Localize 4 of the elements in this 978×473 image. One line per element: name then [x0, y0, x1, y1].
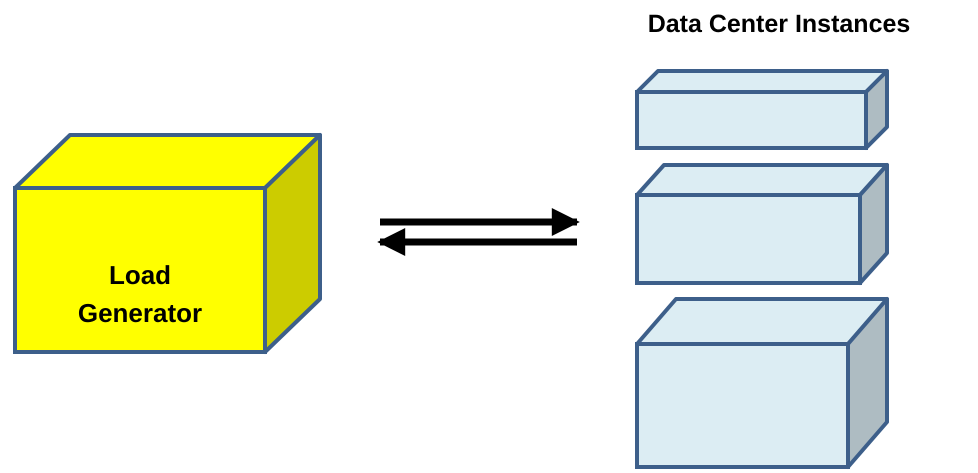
arrow	[377, 228, 577, 256]
arrow	[380, 208, 580, 236]
box-label: Load Generator	[76, 259, 204, 330]
heading: Data Center Instances	[646, 10, 912, 39]
